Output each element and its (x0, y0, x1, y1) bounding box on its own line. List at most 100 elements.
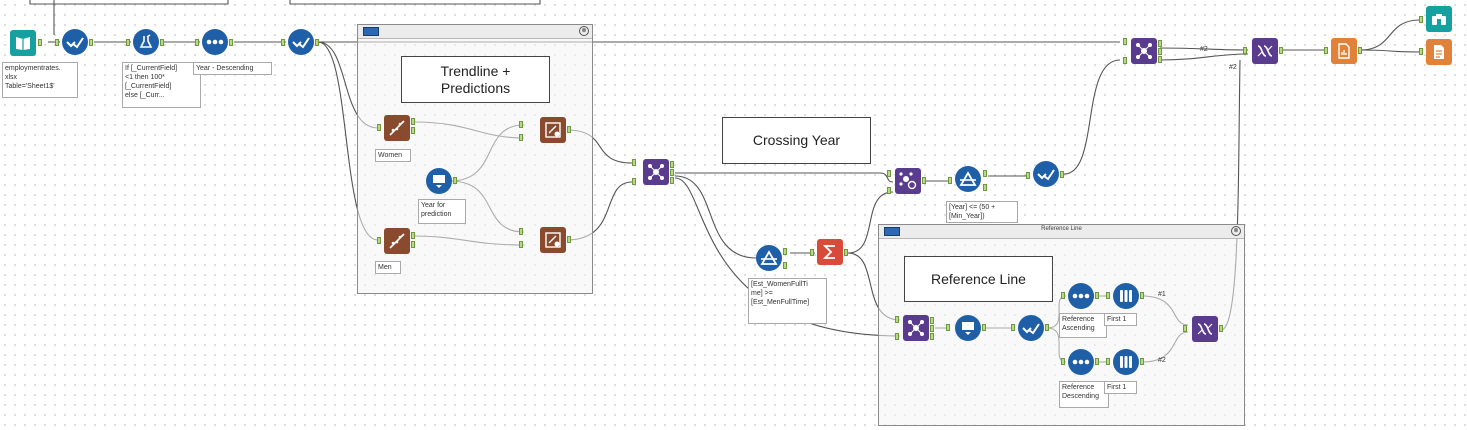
container-header[interactable]: Reference Line ⊗ (879, 225, 1244, 239)
select-tool[interactable] (1033, 161, 1059, 187)
filter-tool[interactable] (756, 245, 782, 271)
output-anchor[interactable] (930, 333, 934, 340)
linear-regression-tool[interactable] (384, 115, 410, 141)
input-anchor[interactable] (887, 170, 891, 177)
output-anchor[interactable] (411, 118, 415, 125)
input-anchor[interactable] (126, 39, 130, 46)
input-anchor[interactable] (281, 39, 285, 46)
output-anchor[interactable] (315, 39, 319, 46)
output-anchor[interactable] (783, 248, 787, 255)
input-anchor[interactable] (1183, 325, 1187, 332)
text-input-tool[interactable] (955, 315, 981, 341)
output-anchor[interactable] (160, 39, 164, 46)
input-anchor[interactable] (887, 187, 891, 194)
input-anchor[interactable] (377, 237, 381, 244)
output-anchor[interactable] (411, 232, 415, 239)
sort-tool[interactable] (202, 29, 228, 55)
output-anchor[interactable] (670, 161, 674, 168)
output-anchor[interactable] (38, 39, 42, 46)
input-anchor[interactable] (377, 124, 381, 131)
collapse-icon[interactable]: ⊗ (1231, 226, 1241, 236)
score-tool[interactable] (540, 227, 566, 253)
input-anchor[interactable] (55, 39, 59, 46)
join-tool[interactable] (643, 159, 669, 185)
sample-tool[interactable] (1113, 349, 1139, 375)
input-anchor[interactable] (195, 39, 199, 46)
select-tool[interactable] (288, 29, 314, 55)
output-anchor[interactable] (983, 170, 987, 177)
output-anchor[interactable] (1095, 358, 1099, 365)
output-anchor[interactable] (89, 39, 93, 46)
input-anchor[interactable] (1061, 358, 1065, 365)
input-anchor[interactable] (519, 241, 523, 248)
join-tool[interactable] (903, 315, 929, 341)
input-anchor[interactable] (810, 249, 814, 256)
score-tool[interactable] (540, 117, 566, 143)
output-anchor[interactable] (1158, 56, 1162, 63)
output-anchor[interactable] (930, 317, 934, 324)
input-tool[interactable] (10, 30, 36, 56)
sample-tool[interactable] (1113, 283, 1139, 309)
output-anchor[interactable] (670, 169, 674, 176)
text-input-tool[interactable] (426, 168, 452, 194)
output-anchor[interactable] (1279, 47, 1283, 54)
output-anchor[interactable] (1158, 40, 1162, 47)
input-anchor[interactable] (519, 121, 523, 128)
input-anchor[interactable] (895, 333, 899, 340)
input-anchor[interactable] (1123, 57, 1127, 64)
output-anchor[interactable] (567, 126, 571, 133)
append-fields-tool[interactable] (895, 168, 921, 194)
union-tool[interactable] (1252, 38, 1278, 64)
input-anchor[interactable] (519, 134, 523, 141)
output-tool[interactable] (1426, 39, 1452, 65)
output-anchor[interactable] (783, 262, 787, 269)
input-anchor[interactable] (1106, 292, 1110, 299)
input-anchor[interactable] (895, 316, 899, 323)
output-anchor[interactable] (670, 177, 674, 184)
input-anchor[interactable] (1419, 48, 1423, 55)
input-anchor[interactable] (1026, 172, 1030, 179)
collapse-icon[interactable]: ⊗ (579, 26, 589, 36)
select-tool[interactable] (62, 29, 88, 55)
output-anchor[interactable] (567, 236, 571, 243)
output-anchor[interactable] (453, 177, 457, 184)
filter-tool[interactable] (955, 166, 981, 192)
output-anchor[interactable] (1358, 47, 1362, 54)
comment-trendline[interactable]: Trendline + Predictions (401, 56, 550, 103)
render-tool[interactable] (1331, 38, 1357, 64)
output-anchor[interactable] (1060, 171, 1064, 178)
output-anchor[interactable] (1158, 48, 1162, 55)
input-anchor[interactable] (632, 178, 636, 185)
input-anchor[interactable] (1419, 16, 1423, 23)
comment-crossing-year[interactable]: Crossing Year (722, 117, 871, 164)
output-anchor[interactable] (1140, 292, 1144, 299)
output-anchor[interactable] (1095, 292, 1099, 299)
input-anchor[interactable] (1011, 324, 1015, 331)
select-tool[interactable] (1018, 315, 1044, 341)
input-anchor[interactable] (1061, 292, 1065, 299)
output-anchor[interactable] (229, 39, 233, 46)
sort-tool[interactable] (1068, 283, 1094, 309)
output-anchor[interactable] (411, 241, 415, 248)
output-anchor[interactable] (922, 177, 926, 184)
output-anchor[interactable] (1045, 324, 1049, 331)
formula-tool[interactable] (133, 29, 159, 55)
input-anchor[interactable] (519, 228, 523, 235)
input-anchor[interactable] (1243, 47, 1247, 54)
output-anchor[interactable] (411, 127, 415, 134)
input-anchor[interactable] (632, 159, 636, 166)
union-tool[interactable] (1192, 316, 1218, 342)
input-anchor[interactable] (1123, 38, 1127, 45)
linear-regression-tool[interactable] (384, 228, 410, 254)
input-anchor[interactable] (1324, 47, 1328, 54)
join-tool[interactable] (1131, 38, 1157, 64)
output-anchor[interactable] (1219, 325, 1223, 332)
output-anchor[interactable] (930, 325, 934, 332)
sort-tool[interactable] (1068, 349, 1094, 375)
output-anchor[interactable] (1140, 358, 1144, 365)
browse-tool[interactable] (1426, 6, 1452, 32)
output-anchor[interactable] (983, 184, 987, 191)
container-header[interactable]: ⊗ (358, 25, 592, 39)
input-anchor[interactable] (1106, 358, 1110, 365)
output-anchor[interactable] (844, 249, 848, 256)
